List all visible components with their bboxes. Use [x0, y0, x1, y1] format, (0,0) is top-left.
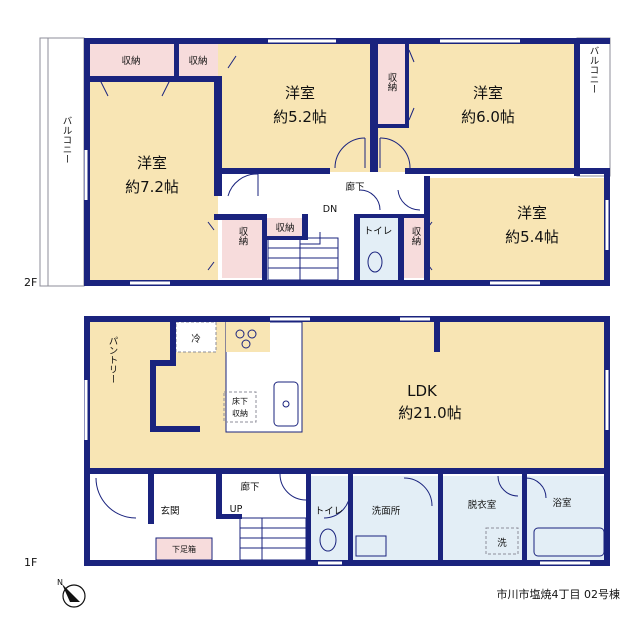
storage-2f-1 — [88, 42, 174, 80]
ldk-room — [88, 322, 610, 470]
underfloor-label-2: 収納 — [232, 408, 248, 418]
western-room-b-name: 洋室 — [285, 84, 315, 102]
washer-label: 洗 — [497, 537, 507, 549]
western-room-b-area: 約5.2帖 — [273, 108, 327, 126]
north-arrow-icon: N — [57, 578, 86, 608]
floor-2: 2F 洋室 約7.2帖 洋室 約5.2帖 洋室 約6.0帖 洋室 約5.4帖 収… — [24, 37, 611, 289]
floor-1: 1F LDK 約21.0帖 パントリー 冷 床下 収納 玄関 下足箱 廊下 UP… — [24, 316, 610, 569]
storage-2f-4 — [222, 218, 262, 278]
western-room-c-area: 約6.0帖 — [461, 108, 515, 126]
western-room-d — [428, 178, 610, 280]
stairs-2f — [267, 232, 339, 281]
western-room-d-area: 約5.4帖 — [505, 228, 559, 246]
windows-1f — [84, 317, 609, 565]
storage-2f-2 — [178, 42, 218, 80]
walls-1f — [84, 316, 610, 566]
doors-2f — [99, 49, 433, 271]
storage-2f-3-label: 収納 — [386, 72, 398, 93]
storage-2f-5 — [265, 218, 305, 238]
underfloor-storage — [223, 391, 257, 423]
bathroom — [524, 476, 610, 560]
balcony-left — [47, 37, 85, 287]
underfloor-label-1: 床下 — [232, 396, 248, 406]
fridge-label: 冷 — [191, 333, 201, 345]
toilet-bowl-2f-icon — [367, 251, 383, 273]
toilet-2f-label: トイレ — [364, 226, 393, 237]
toilet-2f — [358, 218, 398, 280]
western-room-c-name: 洋室 — [473, 84, 503, 102]
hallway-2f-label: 廊下 — [345, 181, 364, 193]
western-room-a — [88, 80, 218, 280]
storage-2f-6-label: 収納 — [410, 226, 422, 247]
storage-2f-6 — [403, 218, 428, 278]
western-room-a-area: 約7.2帖 — [125, 178, 179, 196]
storage-2f-4-label: 収納 — [237, 226, 249, 247]
sink-icon — [273, 381, 299, 427]
hallway-1f-label: 廊下 — [240, 481, 259, 493]
floor-1-label: 1F — [24, 556, 37, 569]
storage-2f-3 — [376, 42, 406, 126]
balcony-right — [576, 37, 611, 177]
svg-text:N: N — [57, 578, 63, 587]
toilet-bowl-1f-icon — [319, 528, 337, 552]
entrance-label: 玄関 — [160, 505, 179, 517]
western-room-b — [218, 42, 370, 172]
wash-basin-icon — [355, 535, 387, 557]
washer-space — [485, 527, 519, 555]
balcony-right-label: バルコニー — [588, 46, 600, 94]
stairs-1f — [239, 517, 307, 561]
windows-2f — [84, 39, 609, 285]
doors-1f — [95, 473, 547, 519]
dressing-room-label: 脱衣室 — [468, 499, 497, 511]
dressing-room — [440, 476, 524, 560]
washroom-label: 洗面所 — [372, 505, 401, 517]
property-name: 市川市塩焼4丁目 02号棟 — [497, 587, 621, 601]
shoe-box-label: 下足箱 — [172, 544, 196, 554]
ldk-name: LDK — [407, 382, 438, 400]
kitchen-counter — [225, 321, 303, 433]
washroom — [350, 476, 440, 560]
western-room-a-name: 洋室 — [137, 154, 167, 172]
pantry-label: パントリー — [107, 336, 119, 384]
stairs-1f-label: UP — [230, 504, 243, 515]
balcony-left-label: バルコニー — [61, 116, 73, 164]
floor-2-label: 2F — [24, 276, 37, 289]
storage-2f-5-label: 収納 — [275, 222, 294, 234]
ldk-area: 約21.0帖 — [398, 404, 461, 422]
western-room-d-name: 洋室 — [517, 204, 547, 222]
stairs-2f-label: DN — [323, 204, 337, 215]
bathroom-label: 浴室 — [552, 497, 571, 509]
storage-2f-2-label: 収納 — [188, 55, 207, 67]
storage-2f-1-label: 収納 — [121, 55, 140, 67]
toilet-1f-label: トイレ — [315, 506, 344, 517]
